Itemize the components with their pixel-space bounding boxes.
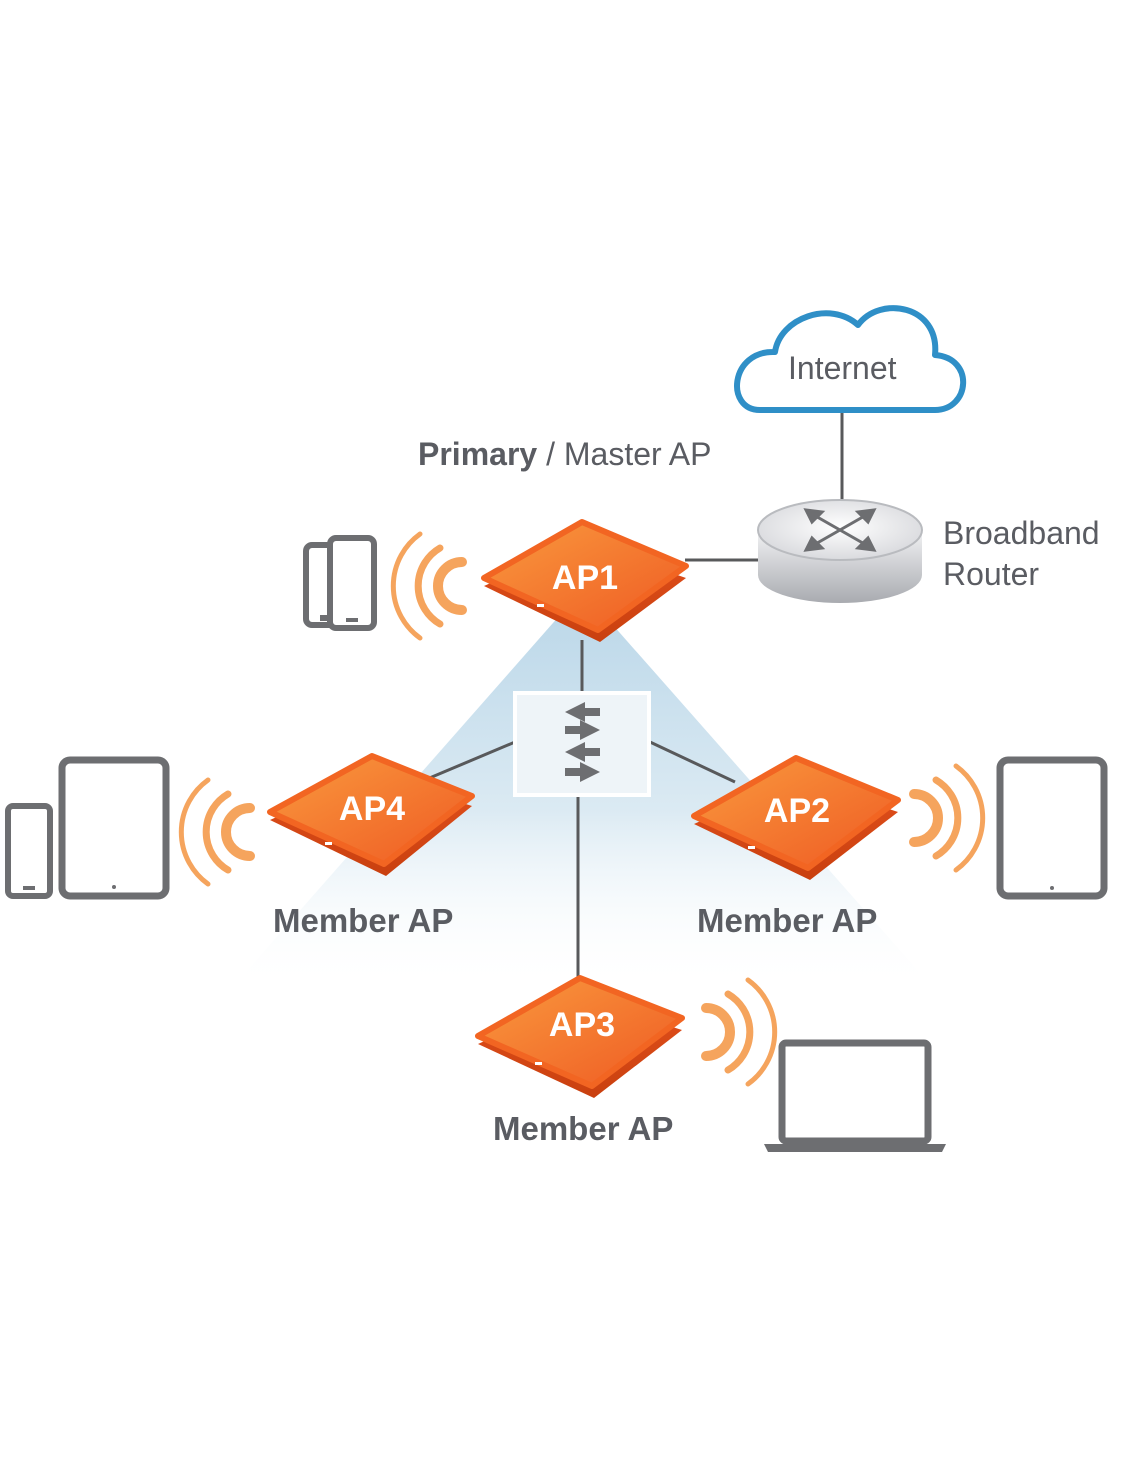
ap1-label: AP1 <box>552 559 618 597</box>
primary-master-ap-label: Primary / Master AP <box>418 436 711 473</box>
router-label-line1: Broadband <box>943 515 1100 551</box>
ap3-label: AP3 <box>549 1006 615 1044</box>
access-point-ap1: AP1 <box>481 519 689 642</box>
internet-label: Internet <box>788 350 897 386</box>
access-point-ap2: AP2 <box>691 755 901 880</box>
member-ap2-label: Member AP <box>697 902 878 939</box>
ap4-label: AP4 <box>339 790 405 828</box>
wifi-signal-icon <box>178 777 255 887</box>
cloud-icon <box>734 305 967 413</box>
router-icon <box>757 499 923 603</box>
master-ap-label: / Master AP <box>537 436 712 472</box>
access-point-ap3: AP3 <box>475 975 685 1098</box>
member-ap4-label: Member AP <box>273 902 454 939</box>
router-label-line2: Router <box>943 556 1040 592</box>
tablet-icon <box>58 756 170 900</box>
access-point-ap4: AP4 <box>267 753 475 876</box>
primary-label: Primary <box>418 436 538 472</box>
member-ap3-label: Member AP <box>493 1110 674 1147</box>
wifi-signal-icon <box>909 763 986 873</box>
laptop-icon <box>764 1039 946 1152</box>
wifi-signal-icon <box>701 977 778 1087</box>
phone-icon <box>5 803 53 899</box>
ap2-label: AP2 <box>764 792 830 830</box>
phone-icon <box>327 535 377 631</box>
network-links <box>419 410 844 985</box>
switch-icon <box>513 691 651 797</box>
tablet-icon <box>996 756 1108 900</box>
wifi-signal-icon <box>390 531 467 641</box>
